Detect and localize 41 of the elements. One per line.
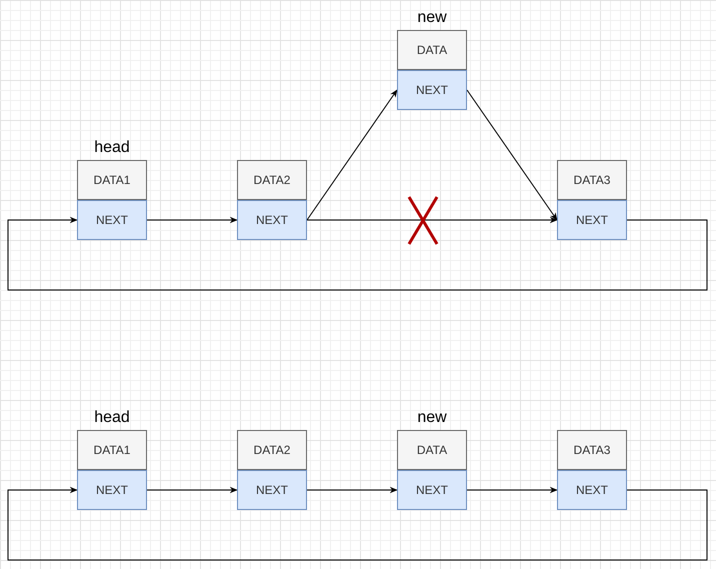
- arrow: [306, 89, 398, 220]
- cell-text: DATA: [416, 43, 448, 57]
- cell-text: NEXT: [256, 213, 288, 227]
- arrow: [306, 216, 558, 224]
- pointer-cell: [237, 200, 307, 240]
- pointer-label: head: [94, 139, 130, 157]
- pointer-cell: [557, 470, 627, 510]
- arrow: [146, 216, 238, 224]
- pointer-cell: [77, 470, 147, 510]
- arrow: [466, 90, 558, 221]
- cell-text: DATA1: [94, 173, 130, 187]
- data-cell: [237, 160, 307, 200]
- arrow: [466, 486, 558, 494]
- cell-text: DATA1: [94, 443, 130, 457]
- data-cell: [557, 430, 627, 470]
- arrow: [8, 486, 708, 560]
- data-cell: [237, 430, 307, 470]
- cell-text: NEXT: [96, 213, 128, 227]
- arrow: [8, 216, 708, 290]
- cell-text: DATA2: [254, 443, 290, 457]
- data-cell: [557, 160, 627, 200]
- pointer-cell: [77, 200, 147, 240]
- arrow: [146, 486, 238, 494]
- cell-text: NEXT: [416, 83, 448, 97]
- cell-text: NEXT: [96, 483, 128, 497]
- pointer-cell: [397, 470, 467, 510]
- arrow: [306, 486, 398, 494]
- cell-text: NEXT: [576, 483, 608, 497]
- cell-text: DATA: [416, 443, 448, 457]
- cell-text: DATA3: [574, 443, 610, 457]
- cell-text: NEXT: [416, 483, 448, 497]
- pointer-label: new: [417, 409, 447, 427]
- pointer-label: new: [417, 9, 447, 27]
- pointer-cell: [557, 200, 627, 240]
- cell-text: DATA2: [254, 173, 290, 187]
- cell-text: NEXT: [256, 483, 288, 497]
- pointer-cell: [237, 470, 307, 510]
- pointer-label: head: [94, 409, 130, 427]
- cell-text: NEXT: [576, 213, 608, 227]
- pointer-cell: [397, 70, 467, 110]
- cell-text: DATA3: [574, 173, 610, 187]
